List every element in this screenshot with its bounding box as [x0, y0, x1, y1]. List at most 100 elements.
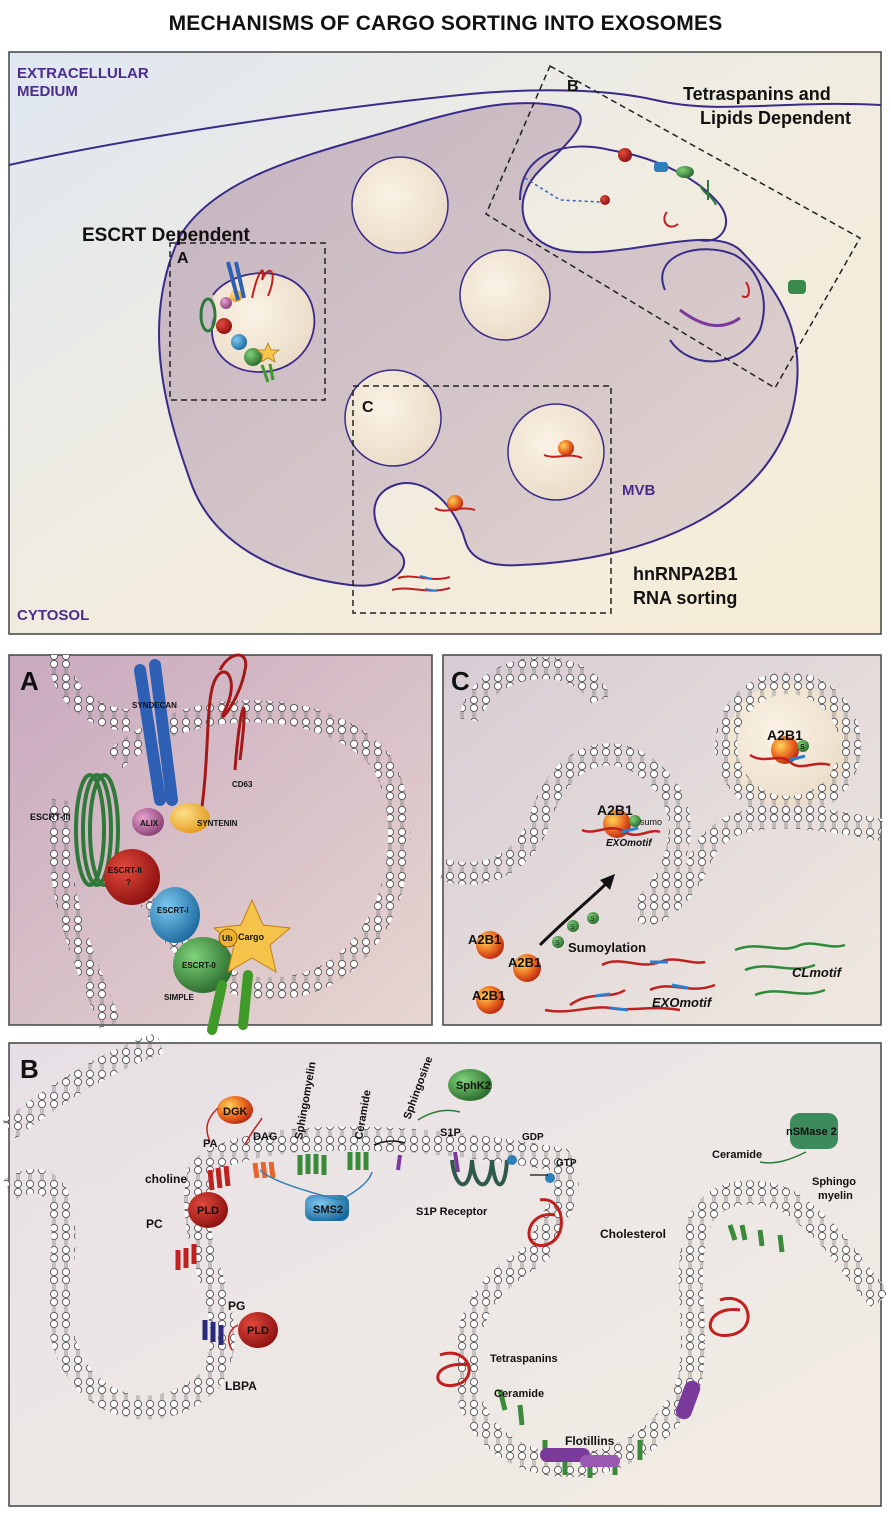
extracellular-label-2: MEDIUM	[17, 83, 78, 100]
pld-1-shape	[188, 1192, 228, 1228]
syndecan-shape	[134, 659, 178, 806]
tetraspanins-label-2: Lipids Dependent	[700, 108, 851, 128]
panel-c: A2B1 S A2B1 sumo EXOmotif S S S Sumoylat…	[440, 654, 884, 1026]
escrt-i-shape	[150, 887, 200, 943]
hnrnp-rna-mini	[391, 440, 583, 592]
sms2-shape	[305, 1195, 349, 1221]
s-marker: S	[555, 940, 560, 947]
tetraspanin-invagination-2	[661, 248, 765, 363]
escrt-i-label: ESCRT-I	[157, 906, 189, 915]
cell-boundary	[8, 89, 882, 166]
hnrnp-label-2: RNA sorting	[633, 588, 737, 608]
tetraspanins-label: Tetraspanins	[490, 1353, 558, 1365]
a2b1-bud-label: A2B1	[597, 802, 633, 818]
panel-c-top-vesicle	[459, 657, 611, 723]
panel-a: A SYNDECAN CD63 ESCRT-III ALIX SYNTENIN …	[8, 653, 433, 1035]
syndecan-label: SYNDECAN	[132, 701, 177, 710]
myelin-label: myelin	[818, 1190, 853, 1202]
sphingo-label: Sphingo	[812, 1176, 856, 1188]
intraluminal-vesicle	[344, 369, 442, 467]
cd63-label: CD63	[232, 780, 253, 789]
pld-2-shape	[238, 1312, 278, 1348]
sumo-label: sumo	[640, 817, 662, 827]
a2b1-free-label-1: A2B1	[468, 932, 501, 947]
box-a-letter: A	[177, 250, 189, 267]
intraluminal-vesicle	[351, 156, 449, 254]
sumo-vesicle	[797, 740, 809, 752]
sphk2-label: SphK2	[456, 1080, 491, 1092]
dag-label: DAG	[253, 1131, 277, 1143]
a2b1-free-label-3: A2B1	[472, 988, 505, 1003]
clmotif-label: CLmotif	[792, 965, 843, 980]
flotillins-shape	[540, 1448, 590, 1462]
pa-label: PA	[203, 1138, 218, 1150]
s-marker: S	[570, 924, 575, 931]
clmotif-rnas	[734, 942, 846, 997]
tetraspanins-label-1: Tetraspanins and	[683, 84, 831, 104]
escrt-dependent-label: ESCRT Dependent	[82, 225, 251, 246]
ceramide-right-label: Ceramide	[712, 1149, 762, 1161]
pld-2-label: PLD	[247, 1325, 269, 1337]
mvb-label: MVB	[622, 482, 656, 499]
ceramide-bottom-label: Ceramide	[494, 1388, 544, 1400]
escrt-0-shape	[173, 937, 233, 993]
simple-label: SIMPLE	[164, 993, 194, 1002]
lipid-markers	[175, 1151, 785, 1478]
a2b1-free-1	[476, 931, 504, 959]
escrt-complex-mini	[199, 261, 281, 383]
gdp-label: GDP	[522, 1132, 544, 1143]
panel-c-letter: C	[451, 666, 470, 696]
panel-b-letter: B	[20, 1054, 39, 1084]
mvb-membrane	[158, 102, 799, 587]
dgk-label: DGK	[223, 1106, 248, 1118]
a2b1-vesicle-label: A2B1	[767, 727, 803, 743]
exomotif-label: EXOmotif	[652, 995, 713, 1010]
pg-label: PG	[228, 1299, 245, 1313]
choline-label: choline	[145, 1172, 187, 1186]
box-c-letter: C	[362, 399, 374, 416]
cargo-label: Cargo	[238, 932, 265, 942]
s1p-receptor-shape	[450, 1159, 509, 1187]
box-c-outline	[352, 385, 612, 614]
cytosol-label: CYTOSOL	[17, 607, 89, 624]
pld-1-label: PLD	[197, 1205, 219, 1217]
escrt-0-label: ESCRT-0	[182, 961, 216, 970]
panel-a-letter: A	[20, 666, 39, 696]
overview-panel: EXTRACELLULAR MEDIUM CYTOSOL MVB ESCRT D…	[8, 51, 882, 635]
cholesterol-label: Cholesterol	[600, 1227, 666, 1241]
s1p-label: S1P	[440, 1127, 461, 1139]
alix-label: ALIX	[140, 819, 159, 828]
syntenin-shape	[170, 803, 210, 833]
lbpa-label: LBPA	[225, 1379, 257, 1393]
panel-a-membrane-outer	[47, 654, 131, 1029]
escrt-ii-label: ESCRT-II	[108, 866, 142, 875]
exomotif-rnas	[544, 958, 716, 1013]
ub-circle	[218, 928, 238, 948]
figure-title: MECHANISMS OF CARGO SORTING INTO EXOSOME…	[168, 12, 723, 35]
pc-label: PC	[146, 1217, 163, 1231]
simple-shape	[207, 970, 253, 1035]
escrt-ii-shape	[104, 849, 160, 905]
cd63-shape	[198, 653, 248, 821]
syntenin-label: SYNTENIN	[197, 819, 238, 828]
s-vesicle-label: S	[800, 744, 805, 751]
tetraspanins-shape	[436, 1351, 471, 1388]
escrt-iii-rings	[74, 773, 120, 887]
escrt-ii-question: ?	[126, 878, 131, 887]
alix-shape	[132, 808, 164, 836]
sumoylation-label: Sumoylation	[568, 940, 646, 955]
intraluminal-vesicle	[507, 403, 605, 501]
sphk2-shape	[448, 1069, 492, 1101]
ub-label: Ub	[222, 934, 233, 943]
intraluminal-vesicle	[459, 249, 551, 341]
box-b-letter: B	[567, 78, 579, 95]
s1p-receptor-label: S1P Receptor	[416, 1206, 488, 1218]
exomotif-bud-label: EXOmotif	[606, 838, 653, 849]
escrt-iii-label: ESCRT-III	[30, 812, 71, 822]
tetraspanin-markers-mini	[524, 148, 806, 327]
a2b1-free-3	[476, 986, 504, 1014]
s-marker: S	[590, 916, 595, 923]
box-a-outline	[169, 242, 326, 401]
dgk-shape	[217, 1096, 253, 1124]
